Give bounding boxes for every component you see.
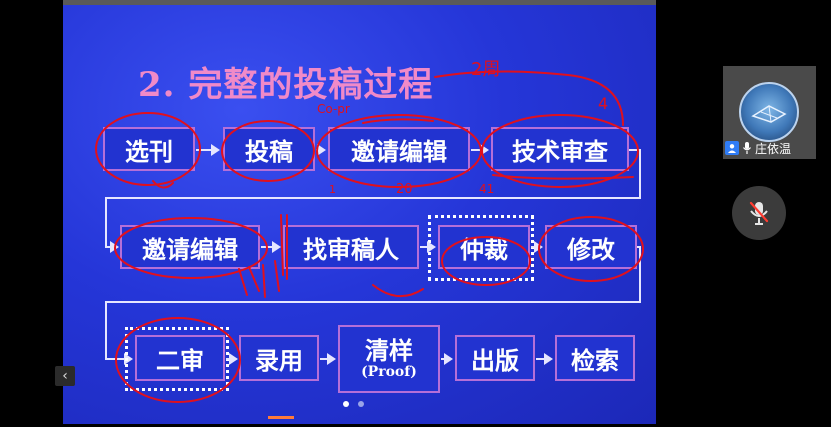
connector	[105, 301, 641, 303]
microphone-muted-icon	[749, 201, 769, 225]
arrow	[196, 144, 220, 156]
microphone-icon	[743, 142, 751, 154]
participant-name-row: 庄依温	[723, 138, 816, 158]
pager-dot-active[interactable]	[343, 401, 349, 407]
participant-tile[interactable]: 庄依温	[723, 66, 816, 159]
avatar	[739, 82, 799, 142]
avatar-image	[751, 105, 787, 123]
step-submit: 投稿	[223, 127, 315, 171]
ink-line	[362, 118, 434, 124]
step-index: 检索	[555, 335, 635, 381]
ink-line	[434, 70, 624, 126]
arrow	[420, 241, 436, 253]
slide-pager	[343, 401, 364, 407]
ink-fortyone: 41	[479, 182, 494, 196]
arrow	[531, 241, 543, 253]
arrow	[261, 241, 281, 253]
arrow	[316, 144, 326, 156]
progress-accent	[268, 416, 294, 419]
arrow	[536, 353, 553, 365]
step-find-reviewers: 找审稿人	[283, 225, 419, 269]
step-technical-review: 技术审查	[491, 127, 629, 171]
ink-one: 1	[329, 183, 336, 196]
step-select-journal: 选刊	[103, 127, 195, 171]
ink-four: 4	[598, 94, 608, 113]
arrow	[105, 241, 119, 253]
pager-dot[interactable]	[358, 401, 364, 407]
arrow	[226, 353, 238, 365]
step-accept: 录用	[239, 335, 319, 381]
participant-name: 庄依温	[755, 141, 792, 156]
highlight-frame	[125, 327, 229, 391]
step-invite-editor-2: 邀请编辑	[120, 225, 260, 269]
slide-title: 2. 完整的投稿过程	[138, 65, 434, 105]
step-revise: 修改	[545, 225, 637, 269]
connector	[105, 197, 107, 247]
connector	[105, 197, 641, 199]
shared-slide: 2. 完整的投稿过程 选刊 投稿 邀请编辑 技术审查 邀请编辑 找审稿人 仲裁 …	[63, 5, 656, 424]
previous-slide-button[interactable]: ‹	[55, 366, 75, 386]
user-icon	[725, 141, 739, 155]
ink-line	[492, 174, 634, 180]
ink-line	[152, 180, 174, 189]
ink-twenty: 20	[396, 182, 413, 197]
step-invite-editor: 邀请编辑	[328, 127, 470, 171]
highlight-frame	[428, 215, 534, 281]
mute-toggle-button[interactable]	[732, 186, 786, 240]
step-proof-sub: (Proof)	[361, 363, 417, 380]
connector	[639, 246, 641, 302]
arrow	[471, 144, 489, 156]
ink-line	[372, 284, 424, 297]
step-proof-label: 清样	[365, 337, 413, 366]
ink-two-weeks: 2周	[471, 59, 500, 80]
arrow	[320, 353, 336, 365]
connector	[639, 149, 641, 199]
arrow	[441, 353, 453, 365]
step-proof: 清样 (Proof)	[338, 325, 440, 393]
slide-top-bar	[63, 0, 656, 5]
chevron-left-icon: ‹	[62, 368, 68, 384]
step-publish: 出版	[455, 335, 535, 381]
connector	[105, 301, 107, 359]
